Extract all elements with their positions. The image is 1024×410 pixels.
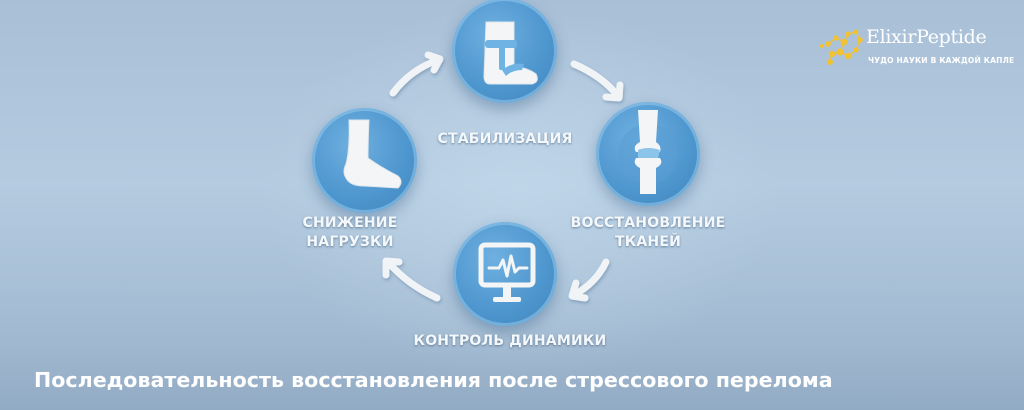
step-tissue-recovery-label: ВОССТАНОВЛЕНИЕ ТКАНЕЙ [568,214,728,252]
step-tissue-recovery-line2: ТКАНЕЙ [614,234,682,250]
ankle-brace-icon [483,21,538,85]
step-stabilization-label: СТАБИЛИЗАЦИЯ [437,131,573,147]
brand-name: ElixirPeptide [866,26,987,48]
step-load-reduction-label: СНИЖЕНИЕ НАГРУЗКИ [280,214,420,252]
molecule-icon [819,29,863,65]
arrow-to-monitoring [568,258,610,302]
arrow-to-tissue-recovery [570,60,624,102]
monitor-pulse-icon [478,242,536,302]
step-tissue-recovery-line1: ВОССТАНОВЛЕНИЕ [570,215,726,231]
step-load-reduction-line2: НАГРУЗКИ [306,234,394,250]
step-tissue-recovery-node [596,102,700,206]
foot-icon [343,119,402,189]
brand-tagline: ЧУДО НАУКИ В КАЖДОЙ КАПЛЕ [868,56,1015,65]
diagram-caption: Последовательность восстановления после … [34,368,833,392]
step-load-reduction-node [312,108,417,213]
step-stabilization-node [452,0,557,103]
step-load-reduction-line1: СНИЖЕНИЕ [302,215,398,231]
arrow-to-stabilization [389,51,444,97]
arrow-to-load-reduction [382,257,441,302]
knee-joint-icon [618,110,678,194]
step-monitoring-label: КОНТРОЛЬ ДИНАМИКИ [413,333,607,349]
brand-logo: ElixirPeptide ЧУДО НАУКИ В КАЖДОЙ КАПЛЕ [818,22,1018,72]
step-monitoring-node [453,222,557,326]
